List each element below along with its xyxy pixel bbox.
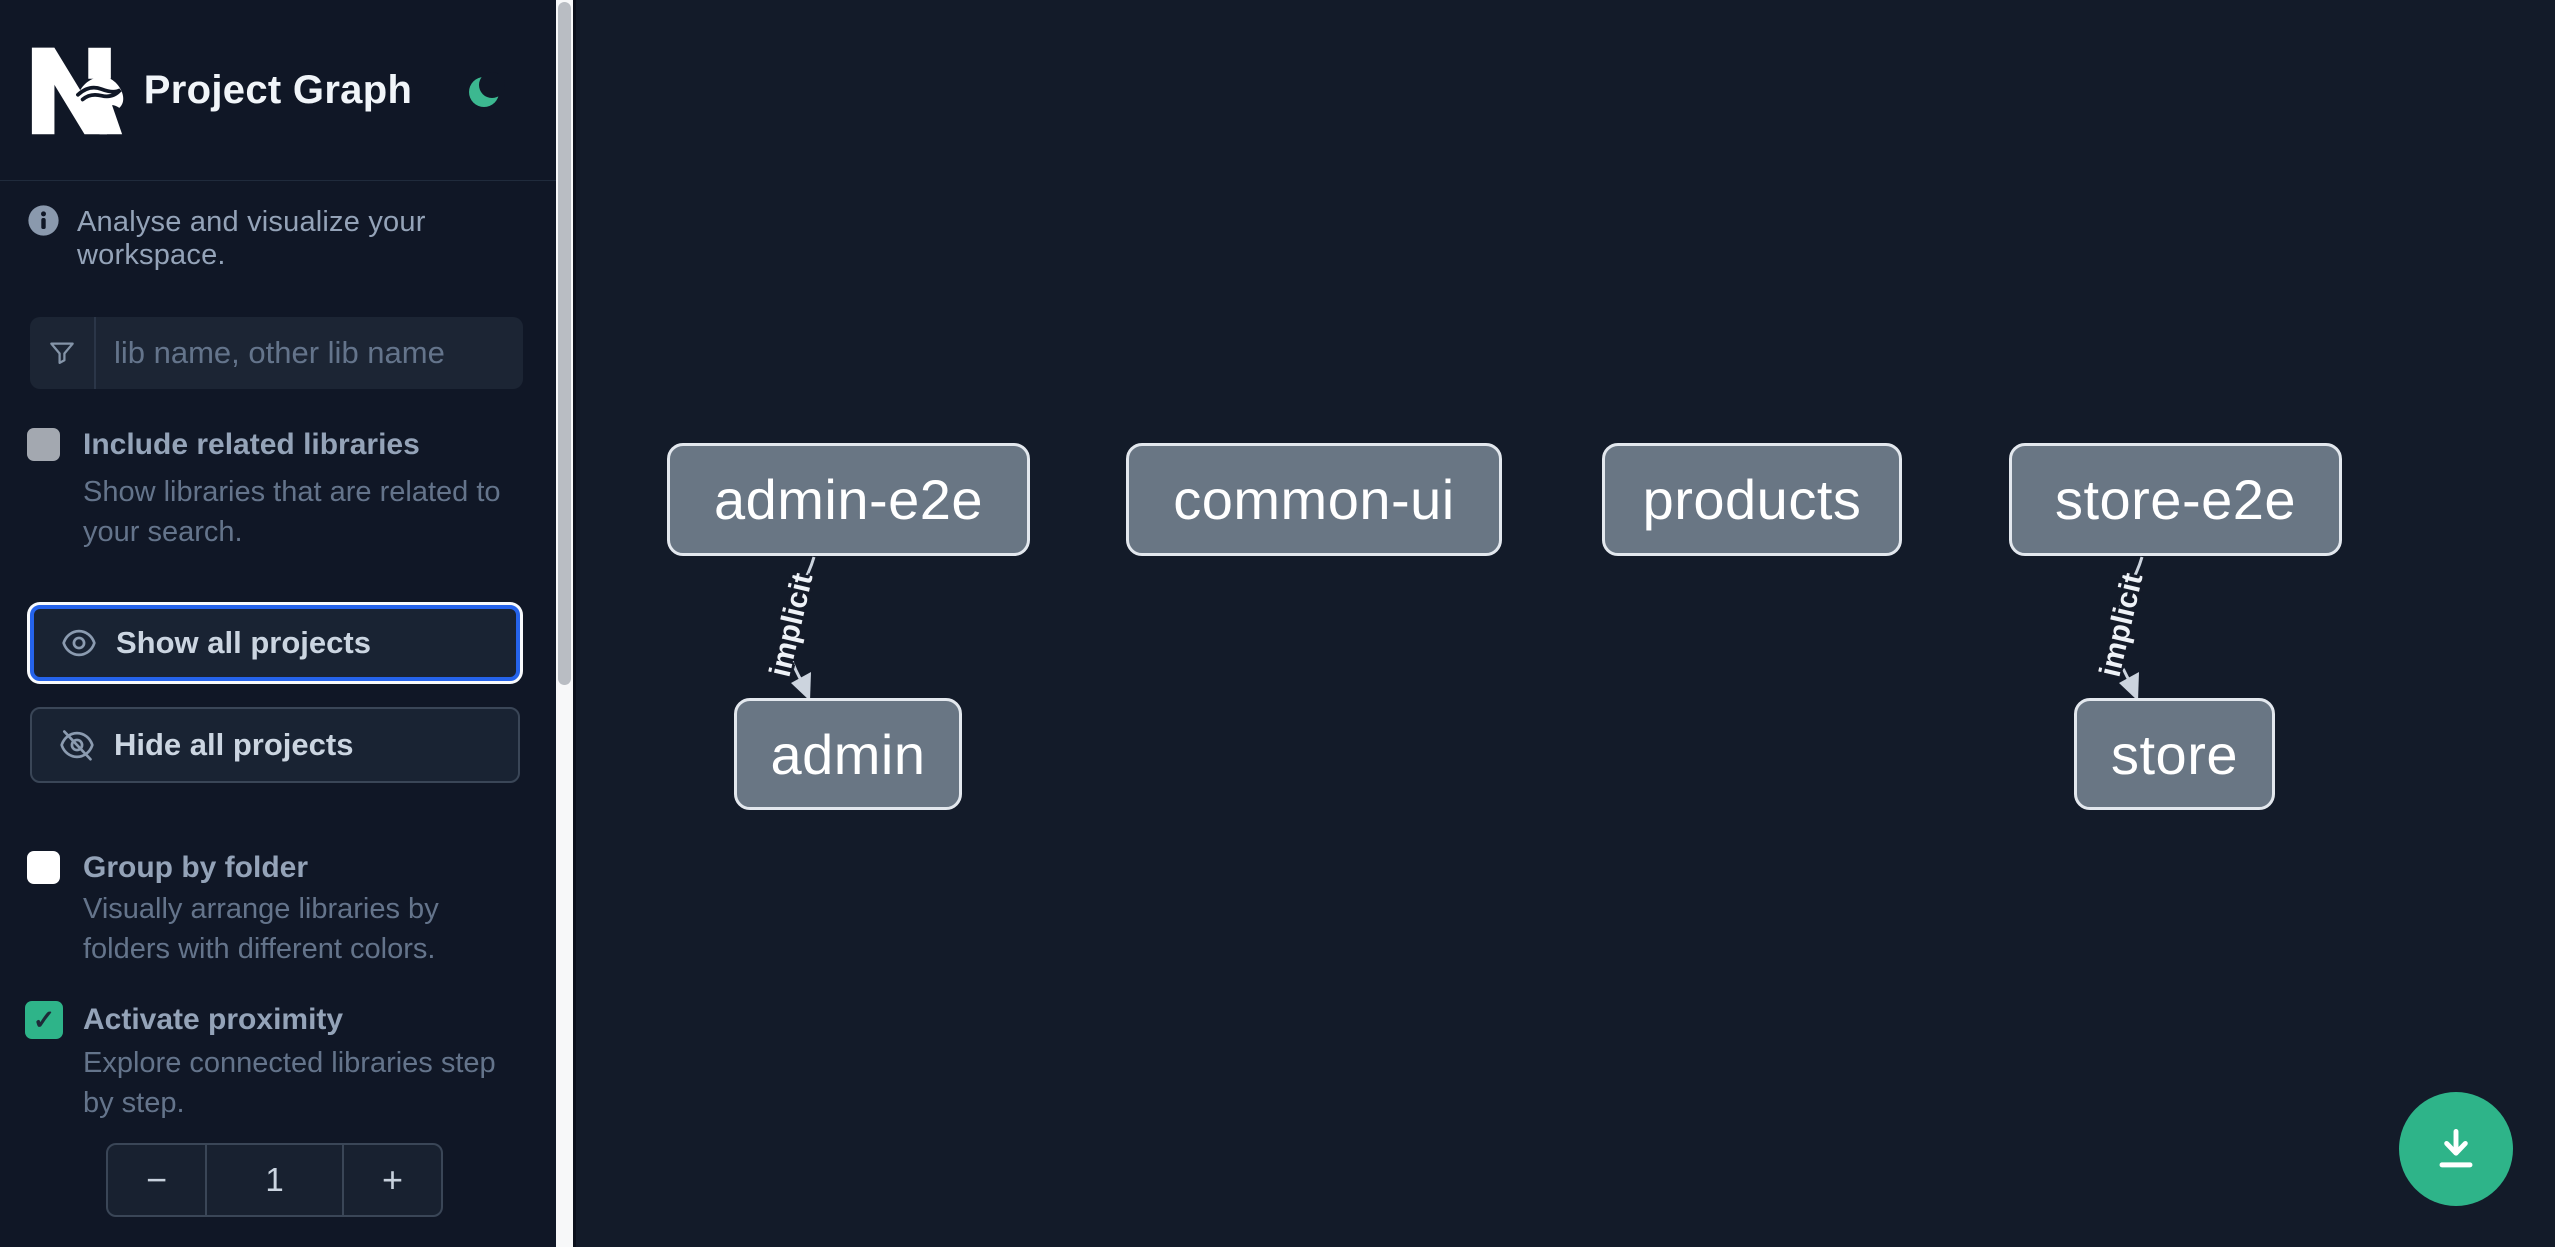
proximity-depth-stepper: − 1 + [106,1143,443,1217]
graph-node-store[interactable]: store [2074,698,2275,810]
nx-logo-icon [31,47,124,135]
download-icon [2439,1129,2473,1168]
stepper-decrement-button[interactable]: − [108,1145,207,1215]
stepper-increment-button[interactable]: + [344,1145,441,1215]
group-by-folder-description: Visually arrange libraries by folders wi… [83,893,439,965]
edge-store-e2e-to-store [2114,556,2144,691]
sidebar-header: Project Graph [0,0,556,181]
graph-node-products[interactable]: products [1602,443,1902,556]
tagline-text: Analyse and visualize your workspace. [77,206,426,271]
include-related-description: Show libraries that are related to your … [83,476,501,548]
download-image-button[interactable] [2399,1092,2513,1206]
project-graph-canvas[interactable]: implicit implicit admin-e2e common-ui pr… [573,0,2555,1247]
include-related-checkbox[interactable] [27,428,60,461]
activate-proximity-checkbox[interactable]: ✓ [25,1001,63,1039]
sidebar-scrollbar-track[interactable] [556,0,573,1247]
arrowhead-icon [2119,672,2139,701]
sidebar: Project Graph Analyse and visualize your… [0,0,556,1247]
library-filter-input[interactable] [96,319,531,387]
page-title: Project Graph [143,68,413,112]
search-box [30,317,531,389]
group-by-folder-label[interactable]: Group by folder [83,851,308,884]
info-icon [28,205,59,236]
show-all-projects-label: Show all projects [116,625,371,660]
arrowhead-icon [791,672,811,701]
graph-node-store-e2e[interactable]: store-e2e [2009,443,2342,556]
dependency-edges [786,556,2144,701]
activate-proximity-description: Explore connected libraries step by step… [83,1047,496,1119]
sidebar-scrollbar-thumb[interactable] [558,2,571,685]
eye-icon [60,624,98,662]
moon-icon [469,72,505,107]
hide-all-projects-button[interactable]: Hide all projects [30,707,520,783]
eye-slash-icon [58,726,96,764]
filter-icon-cell [30,317,96,389]
activate-proximity-label[interactable]: Activate proximity [83,1003,344,1036]
show-all-projects-button[interactable]: Show all projects [30,605,520,681]
stepper-value: 1 [207,1145,344,1215]
funnel-filter-icon [50,342,74,364]
edge-admin-e2e-to-admin [786,556,816,691]
graph-node-admin-e2e[interactable]: admin-e2e [667,443,1030,556]
checkmark-icon: ✓ [32,1004,56,1035]
graph-node-admin[interactable]: admin [734,698,962,810]
group-by-folder-checkbox[interactable] [27,851,60,884]
dark-mode-toggle[interactable] [464,68,508,112]
graph-node-common-ui[interactable]: common-ui [1126,443,1502,556]
include-related-label[interactable]: Include related libraries [83,428,420,461]
hide-all-projects-label: Hide all projects [114,727,354,762]
